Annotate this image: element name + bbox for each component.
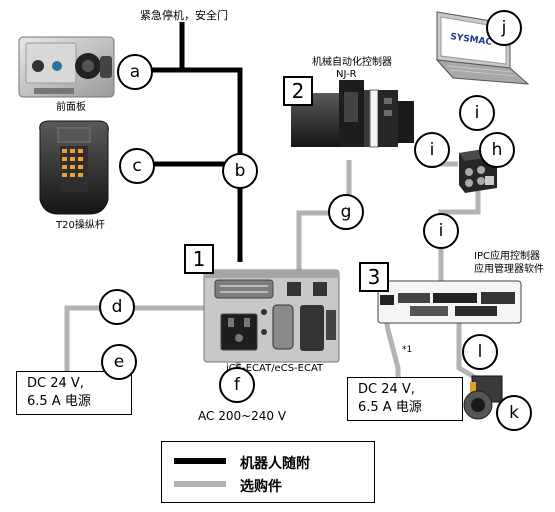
callout-j: j	[486, 10, 522, 46]
cable-b-trunk	[182, 67, 243, 262]
ac-label: AC 200~240 V	[198, 409, 287, 423]
cable-l	[456, 318, 478, 381]
legend-optional-swatch	[174, 481, 226, 487]
ipc-label-line1: IPC应用控制器	[474, 251, 540, 262]
callout-b: b	[222, 153, 258, 189]
callout-i-lower: i	[423, 213, 459, 249]
psu-left-line2: 6.5 A 电源	[27, 394, 91, 409]
footnote: *1	[402, 345, 413, 355]
top-label: 紧急停机，安全门	[140, 9, 228, 22]
callout-d: d	[99, 289, 135, 325]
legend-robot-label: 机器人随附	[240, 456, 310, 472]
pendant-image	[39, 120, 109, 215]
ipc-image	[377, 280, 522, 324]
legend-robot-swatch	[174, 458, 226, 464]
front-panel-image	[18, 36, 115, 98]
cable-d	[64, 305, 204, 372]
unit-1-image	[203, 269, 340, 363]
callout-h: h	[479, 132, 515, 168]
number-box-3: 3	[359, 262, 389, 292]
controller-label-line2: NJ-R	[336, 69, 357, 80]
callout-a: a	[117, 54, 153, 90]
callout-e: e	[101, 344, 137, 380]
callout-k: k	[496, 395, 532, 431]
callout-c: c	[119, 148, 155, 184]
pendant-label: T20操纵杆	[56, 220, 105, 231]
legend: 机器人随附 选购件	[161, 441, 375, 503]
psu-right-line2: 6.5 A 电源	[358, 400, 422, 415]
cable-i-lower	[438, 191, 481, 297]
ipc-label-line2: 应用管理器软件	[474, 264, 544, 275]
unit-label: iCS-ECAT/eCS-ECAT	[226, 363, 324, 374]
number-box-2: 2	[283, 76, 313, 106]
camera-image	[463, 375, 503, 420]
legend-optional-label: 选购件	[240, 479, 282, 495]
controller-label-line1: 机械自动化控制器	[312, 57, 392, 68]
front-panel-label: 前面板	[56, 102, 86, 113]
number-box-1: 1	[184, 244, 214, 274]
callout-i-left: i	[414, 132, 450, 168]
cable-g	[296, 160, 352, 275]
psu-right-line1: DC 24 V,	[358, 382, 415, 397]
callout-l: l	[462, 334, 498, 370]
callout-i-top: i	[459, 95, 495, 131]
psu-left-line1: DC 24 V,	[27, 376, 84, 391]
psu-box-right: DC 24 V, 6.5 A 电源	[347, 377, 463, 421]
callout-f: f	[219, 367, 255, 403]
callout-g: g	[328, 194, 364, 230]
